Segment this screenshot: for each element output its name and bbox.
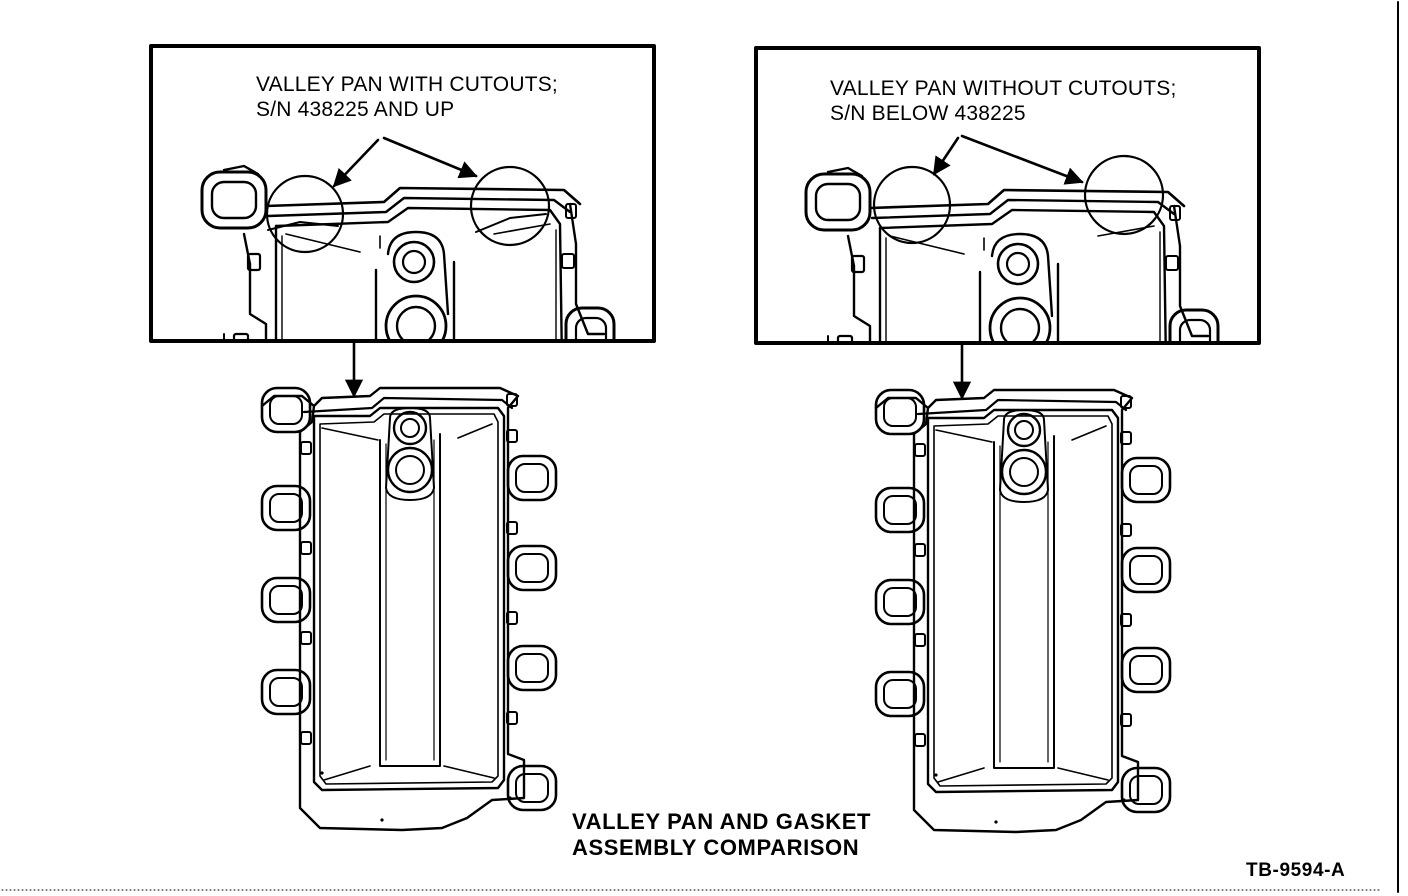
callout-arrow-left-2	[382, 136, 478, 179]
detail-drawing-right	[804, 154, 1220, 342]
detail-box-right	[754, 46, 1261, 345]
detail-right-label-line2: S/N BELOW 438225	[830, 102, 1026, 125]
callout-arrow-right-2	[960, 134, 1084, 185]
valley-pan-assembly-left	[262, 388, 556, 830]
cutout-circle-left-1	[265, 174, 345, 254]
figure-id: TB-9594-A	[1246, 860, 1346, 881]
detail-left-label-line2: S/N 438225 AND UP	[256, 98, 455, 121]
detail-right-label-line1: VALLEY PAN WITHOUT CUTOUTS;	[830, 77, 1177, 100]
detail-circle-right-2	[1083, 154, 1165, 236]
cutout-circle-left-2	[469, 165, 551, 247]
callout-arrow-left-1	[332, 138, 380, 188]
caption-line2: ASSEMBLY COMPARISON	[572, 835, 860, 860]
detail-left-label-line1: VALLEY PAN WITH CUTOUTS;	[256, 73, 558, 96]
callout-arrow-right-1	[932, 136, 960, 176]
detail-circle-right-1	[872, 165, 952, 245]
valley-pan-assembly-right	[876, 390, 1170, 832]
caption-line1: VALLEY PAN AND GASKET	[572, 809, 872, 834]
detail-drawing-left	[200, 164, 616, 340]
detail-box-left	[149, 44, 656, 343]
